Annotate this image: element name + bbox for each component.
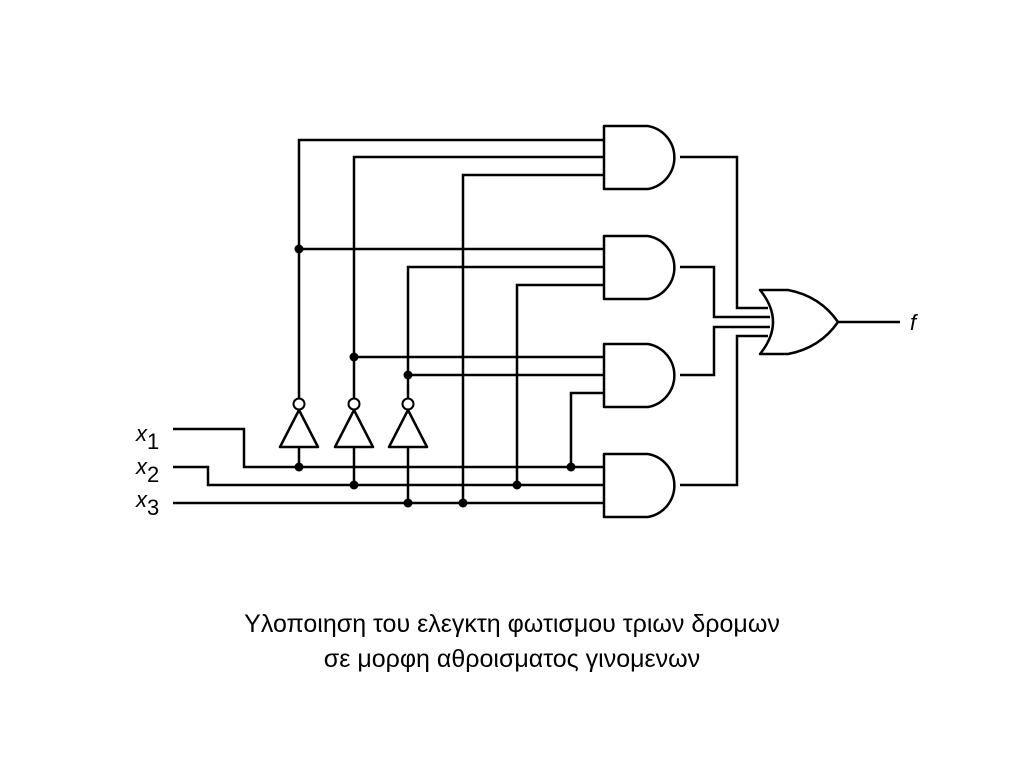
- wire-not-x2: [352, 155, 604, 398]
- junction-dot: [458, 498, 468, 508]
- input-label-x2: x2: [135, 454, 159, 487]
- caption-line-2: σε μορφη αθροισματος γινομενων: [323, 645, 701, 673]
- and-gate-4: [602, 452, 676, 519]
- input-label-x1: x1: [135, 421, 159, 454]
- input-label-x3: x3: [135, 487, 159, 520]
- wire-and4-out: [680, 334, 768, 487]
- junction-dot: [403, 498, 413, 508]
- not-gate-2-bubble: [347, 397, 361, 411]
- wire-x1-to-and3: [569, 391, 604, 467]
- not-gate-1: [278, 408, 320, 449]
- wire-x3-to-and1: [461, 173, 604, 503]
- wire-x1: [173, 427, 604, 469]
- junction-dot: [349, 480, 359, 490]
- junction-dot: [294, 244, 304, 254]
- wire-x2: [173, 465, 604, 487]
- caption-line-1: Υλοποιηση του ελεγκτη φωτισμου τριων δρο…: [244, 610, 780, 638]
- not-gate-1-bubble: [292, 397, 306, 411]
- junction-dot: [512, 480, 522, 490]
- wire-not-x3-to-and2: [406, 265, 604, 398]
- junction-dot: [294, 462, 304, 472]
- wire-not-x1: [297, 138, 604, 398]
- wire-and2-out: [680, 265, 770, 319]
- output-label-f: f: [910, 310, 919, 335]
- not-gate-3: [387, 408, 429, 449]
- and-gate-1: [602, 124, 676, 191]
- and-gate-3: [602, 342, 676, 409]
- or-gate: [758, 288, 840, 356]
- junction-dot: [403, 370, 413, 380]
- wire-and3-out: [680, 325, 770, 377]
- and-gate-2: [602, 234, 676, 301]
- not-gate-3-bubble: [401, 397, 415, 411]
- junction-dot: [349, 352, 359, 362]
- not-gate-2: [333, 408, 375, 449]
- wire-and1-out: [680, 155, 768, 310]
- wire-x2-to-and2: [515, 283, 604, 485]
- junction-dot: [566, 462, 576, 472]
